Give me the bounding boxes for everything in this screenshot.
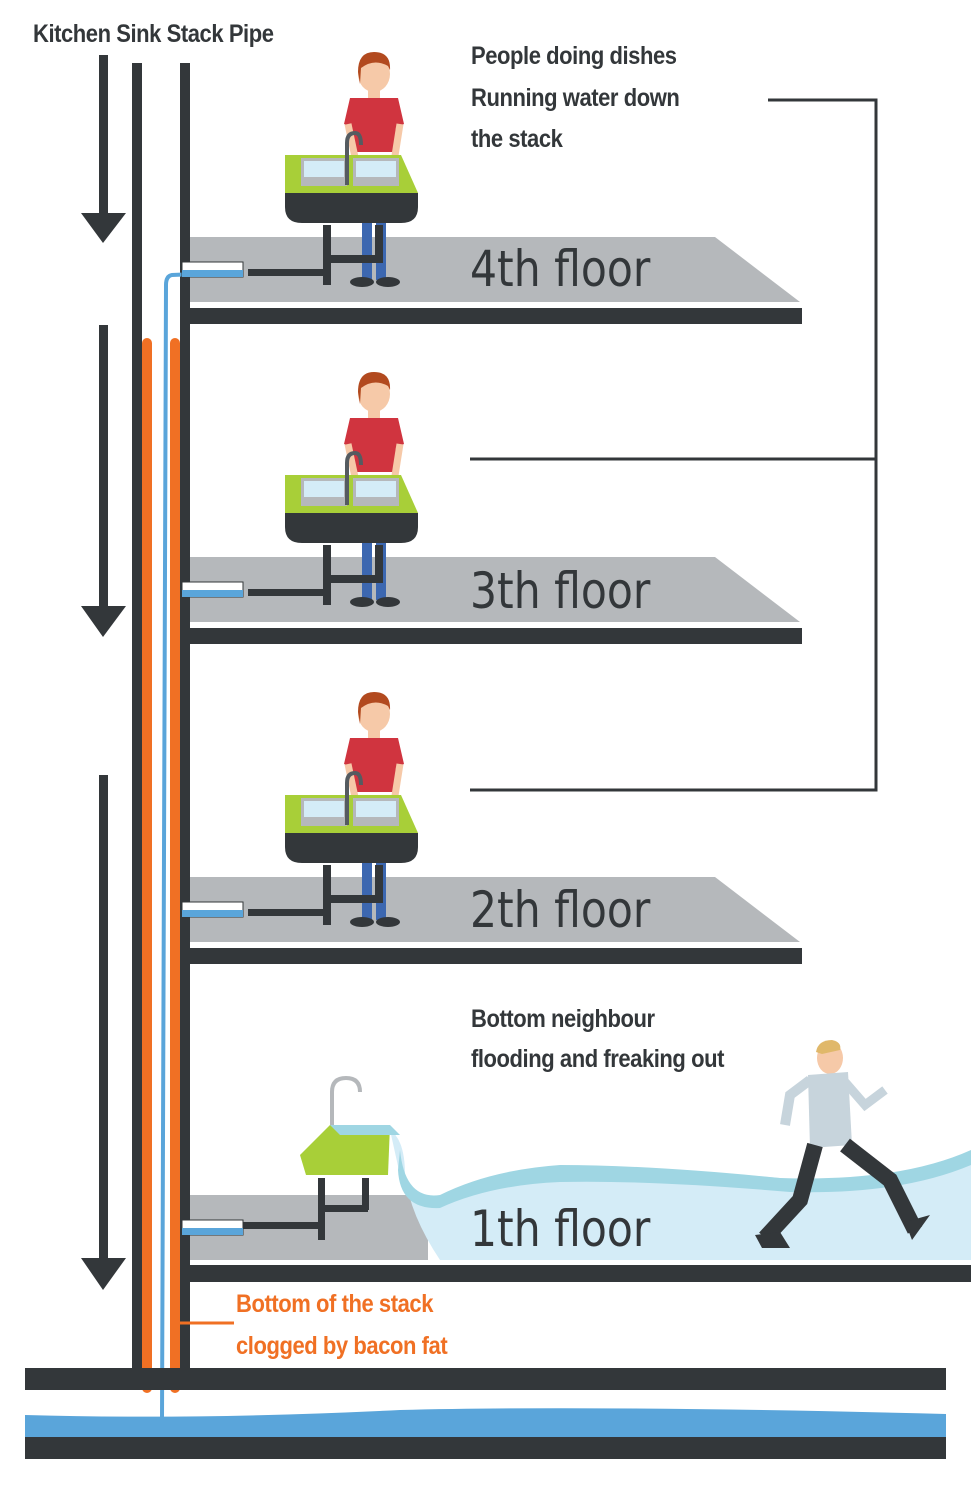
water-flow-line — [160, 270, 244, 1421]
floor-label-1: 1th floor — [470, 1200, 651, 1258]
callout-bottom-line-2: flooding and freaking out — [471, 1045, 724, 1073]
clog-note-line-1: Bottom of the stack — [236, 1290, 433, 1318]
floor-label-2: 2th floor — [470, 881, 651, 939]
diagram-title: Kitchen Sink Stack Pipe — [33, 20, 274, 48]
clog-note-line-2: clogged by bacon fat — [236, 1332, 448, 1360]
sewer-water — [25, 1408, 946, 1438]
sewer-bottom — [25, 1437, 946, 1459]
overflowing-sink — [243, 1075, 400, 1240]
callout-bracket — [470, 98, 878, 792]
bacon-fat-left — [142, 338, 152, 1393]
ground-slab — [25, 1368, 946, 1390]
callout-top-line-3: the stack — [471, 125, 563, 153]
floor-slabs — [188, 237, 971, 1282]
branch-pipes — [181, 261, 244, 1236]
bacon-fat-right — [170, 338, 180, 1393]
callout-bottom-line-1: Bottom neighbour — [471, 1005, 655, 1033]
callout-top-line-1: People doing dishes — [471, 42, 677, 70]
running-neighbour — [755, 1040, 930, 1248]
floor-label-3: 3th floor — [470, 562, 651, 620]
flow-arrow — [81, 55, 126, 1290]
flood-water — [390, 1130, 971, 1260]
callout-top-line-2: Running water down — [471, 84, 680, 112]
floor-label-4: 4th floor — [470, 240, 651, 298]
